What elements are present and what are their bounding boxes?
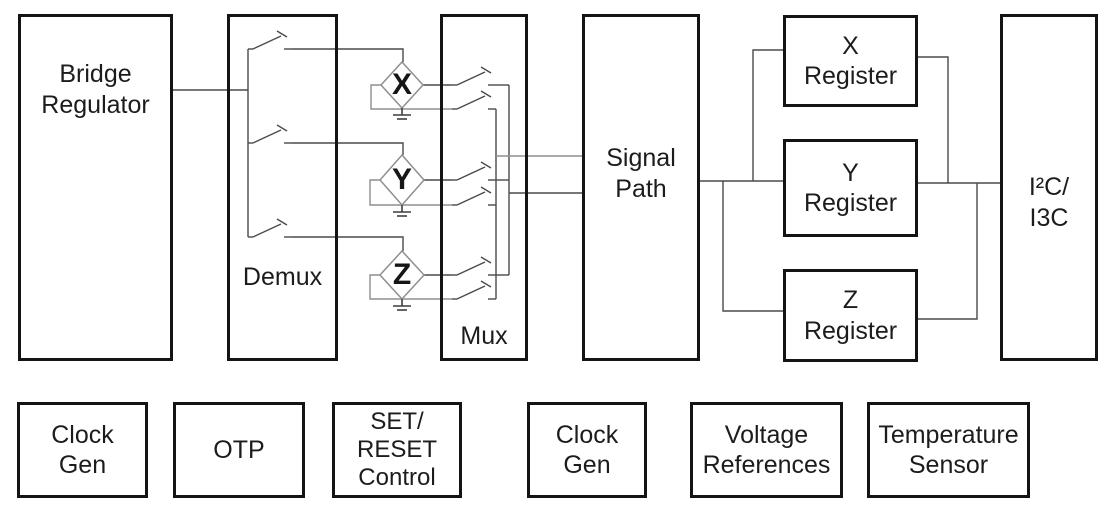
block-set-reset-control-label: SET/ RESET Control: [356, 407, 437, 492]
block-mux: Mux: [440, 14, 528, 361]
block-clock-gen-2-label: Clock Gen: [555, 420, 619, 480]
sensor-z-label: Z: [392, 258, 412, 291]
block-set-reset-control: SET/ RESET Control: [332, 402, 462, 498]
block-otp: OTP: [173, 402, 305, 498]
block-clock-gen-1: Clock Gen: [17, 402, 148, 498]
block-i2c-i3c: I²C/ I3C: [1000, 14, 1098, 361]
block-demux-label: Demux: [242, 262, 323, 291]
block-x-register-label: X Register: [803, 31, 898, 91]
block-i2c-i3c-label: I²C/ I3C: [1028, 173, 1070, 232]
block-signal-path: Signal Path: [582, 14, 700, 361]
wire-drive-x: [292, 48, 404, 62]
block-x-register: X Register: [783, 15, 918, 107]
wire-zreg-to-i2c: [918, 183, 978, 320]
wire-drive-z: [292, 236, 404, 251]
block-z-register-label: Z Register: [803, 286, 898, 345]
block-y-register-label: Y Register: [803, 158, 898, 218]
wire-bracket-z: [369, 274, 452, 300]
wire-drive-y: [292, 142, 404, 155]
block-voltage-references: Voltage References: [690, 402, 843, 498]
block-clock-gen-1-label: Clock Gen: [51, 420, 114, 480]
block-y-register: Y Register: [783, 139, 918, 237]
block-temperature-sensor: Temperature Sensor: [867, 402, 1030, 498]
wire-bracket-y: [369, 179, 452, 206]
block-demux: Demux: [227, 14, 338, 361]
wire-bracket-x: [370, 84, 452, 110]
block-clock-gen-2: Clock Gen: [527, 402, 647, 498]
sensor-x-label: X: [391, 68, 412, 101]
wire-xreg-to-i2c: [918, 56, 949, 183]
ground-x-icon: [393, 108, 411, 120]
block-bridge-regulator-label: Bridge Regulator: [41, 60, 150, 119]
wire-signal-to-xreg: [752, 49, 783, 181]
block-temperature-sensor-label: Temperature Sensor: [878, 420, 1019, 480]
block-z-register: Z Register: [783, 269, 918, 362]
ground-z-icon: [393, 299, 411, 311]
sensor-y-label: Y: [391, 163, 412, 196]
block-signal-path-label: Signal Path: [606, 144, 676, 203]
block-mux-label: Mux: [460, 321, 508, 350]
block-otp-label: OTP: [213, 435, 265, 464]
ground-y-icon: [393, 205, 411, 217]
wire-signal-to-zreg: [722, 181, 783, 312]
block-voltage-references-label: Voltage References: [702, 420, 831, 480]
block-bridge-regulator: Bridge Regulator: [18, 14, 173, 361]
